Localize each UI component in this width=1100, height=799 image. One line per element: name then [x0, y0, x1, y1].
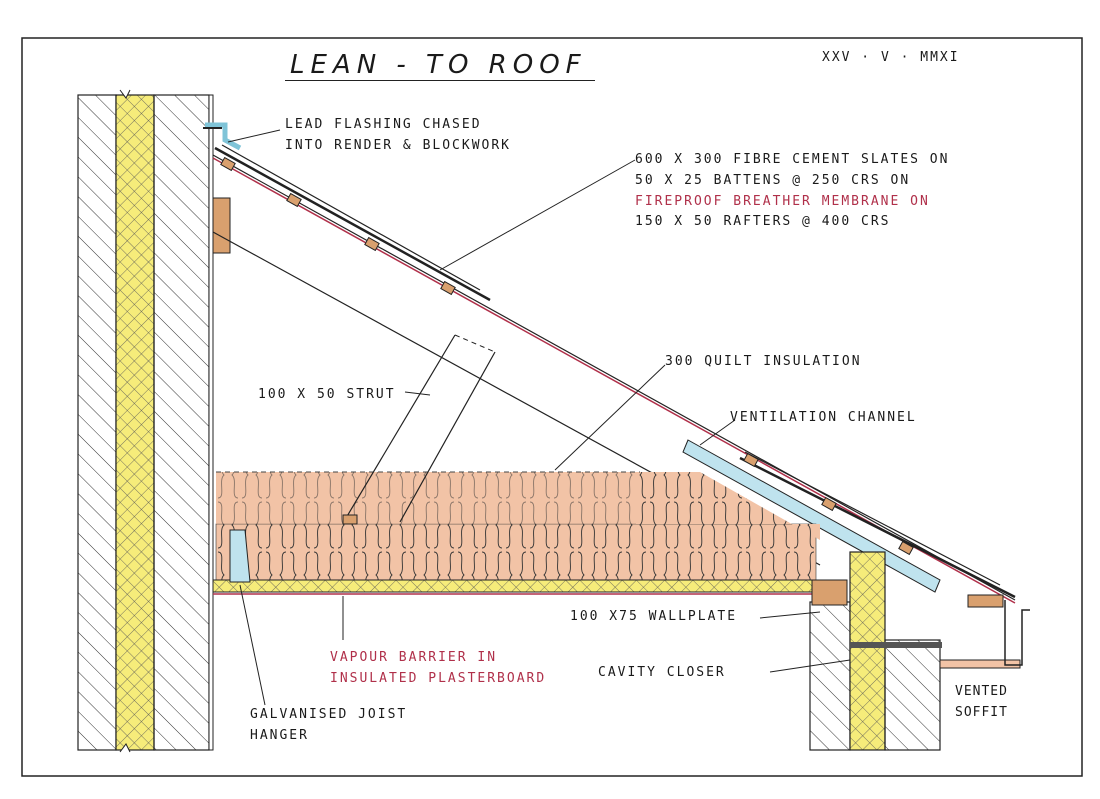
strut [342, 334, 496, 525]
title-underline [285, 80, 595, 81]
outer-wall [809, 551, 941, 751]
drawing-title: LEAN - TO ROOF [290, 50, 587, 80]
label-lead-flashing: LEAD FLASHING CHASED INTO RENDER & BLOCK… [285, 117, 512, 153]
label-wallplate: 100 X75 WALLPLATE [570, 609, 738, 624]
label-vapour-barrier: VAPOUR BARRIER IN INSULATED PLASTERBOARD [330, 650, 547, 686]
label-cavity-closer: CAVITY CLOSER [598, 665, 726, 680]
label-strut: 100 X 50 STRUT [258, 387, 396, 402]
cavity-closer [850, 642, 942, 648]
fibre-cement-slates [214, 144, 1016, 599]
drawing-date: XXV · V · MMXI [822, 50, 960, 65]
wall-plate-timber [212, 197, 231, 254]
label-quilt-insulation: 300 QUILT INSULATION [665, 354, 862, 369]
insulated-plasterboard [212, 579, 814, 593]
drawing-border [21, 37, 1083, 777]
leader-lines [227, 129, 851, 706]
lead-flashing [205, 122, 242, 151]
joist-hanger [229, 529, 251, 583]
label-vented-soffit: VENTED SOFFIT [955, 684, 1008, 720]
wallplate-timber [811, 579, 848, 606]
vented-soffit [939, 594, 1030, 669]
label-ventilation-channel: VENTILATION CHANNEL [730, 410, 917, 425]
label-roof-buildup: 600 X 300 FIBRE CEMENT SLATES ON 50 X 25… [635, 152, 950, 230]
label-joist-hanger: GALVANISED JOIST HANGER [250, 707, 408, 743]
quilt-insulation [215, 471, 820, 581]
cavity-insulation [115, 94, 155, 751]
masonry-wall [77, 89, 214, 753]
battens [220, 156, 914, 556]
